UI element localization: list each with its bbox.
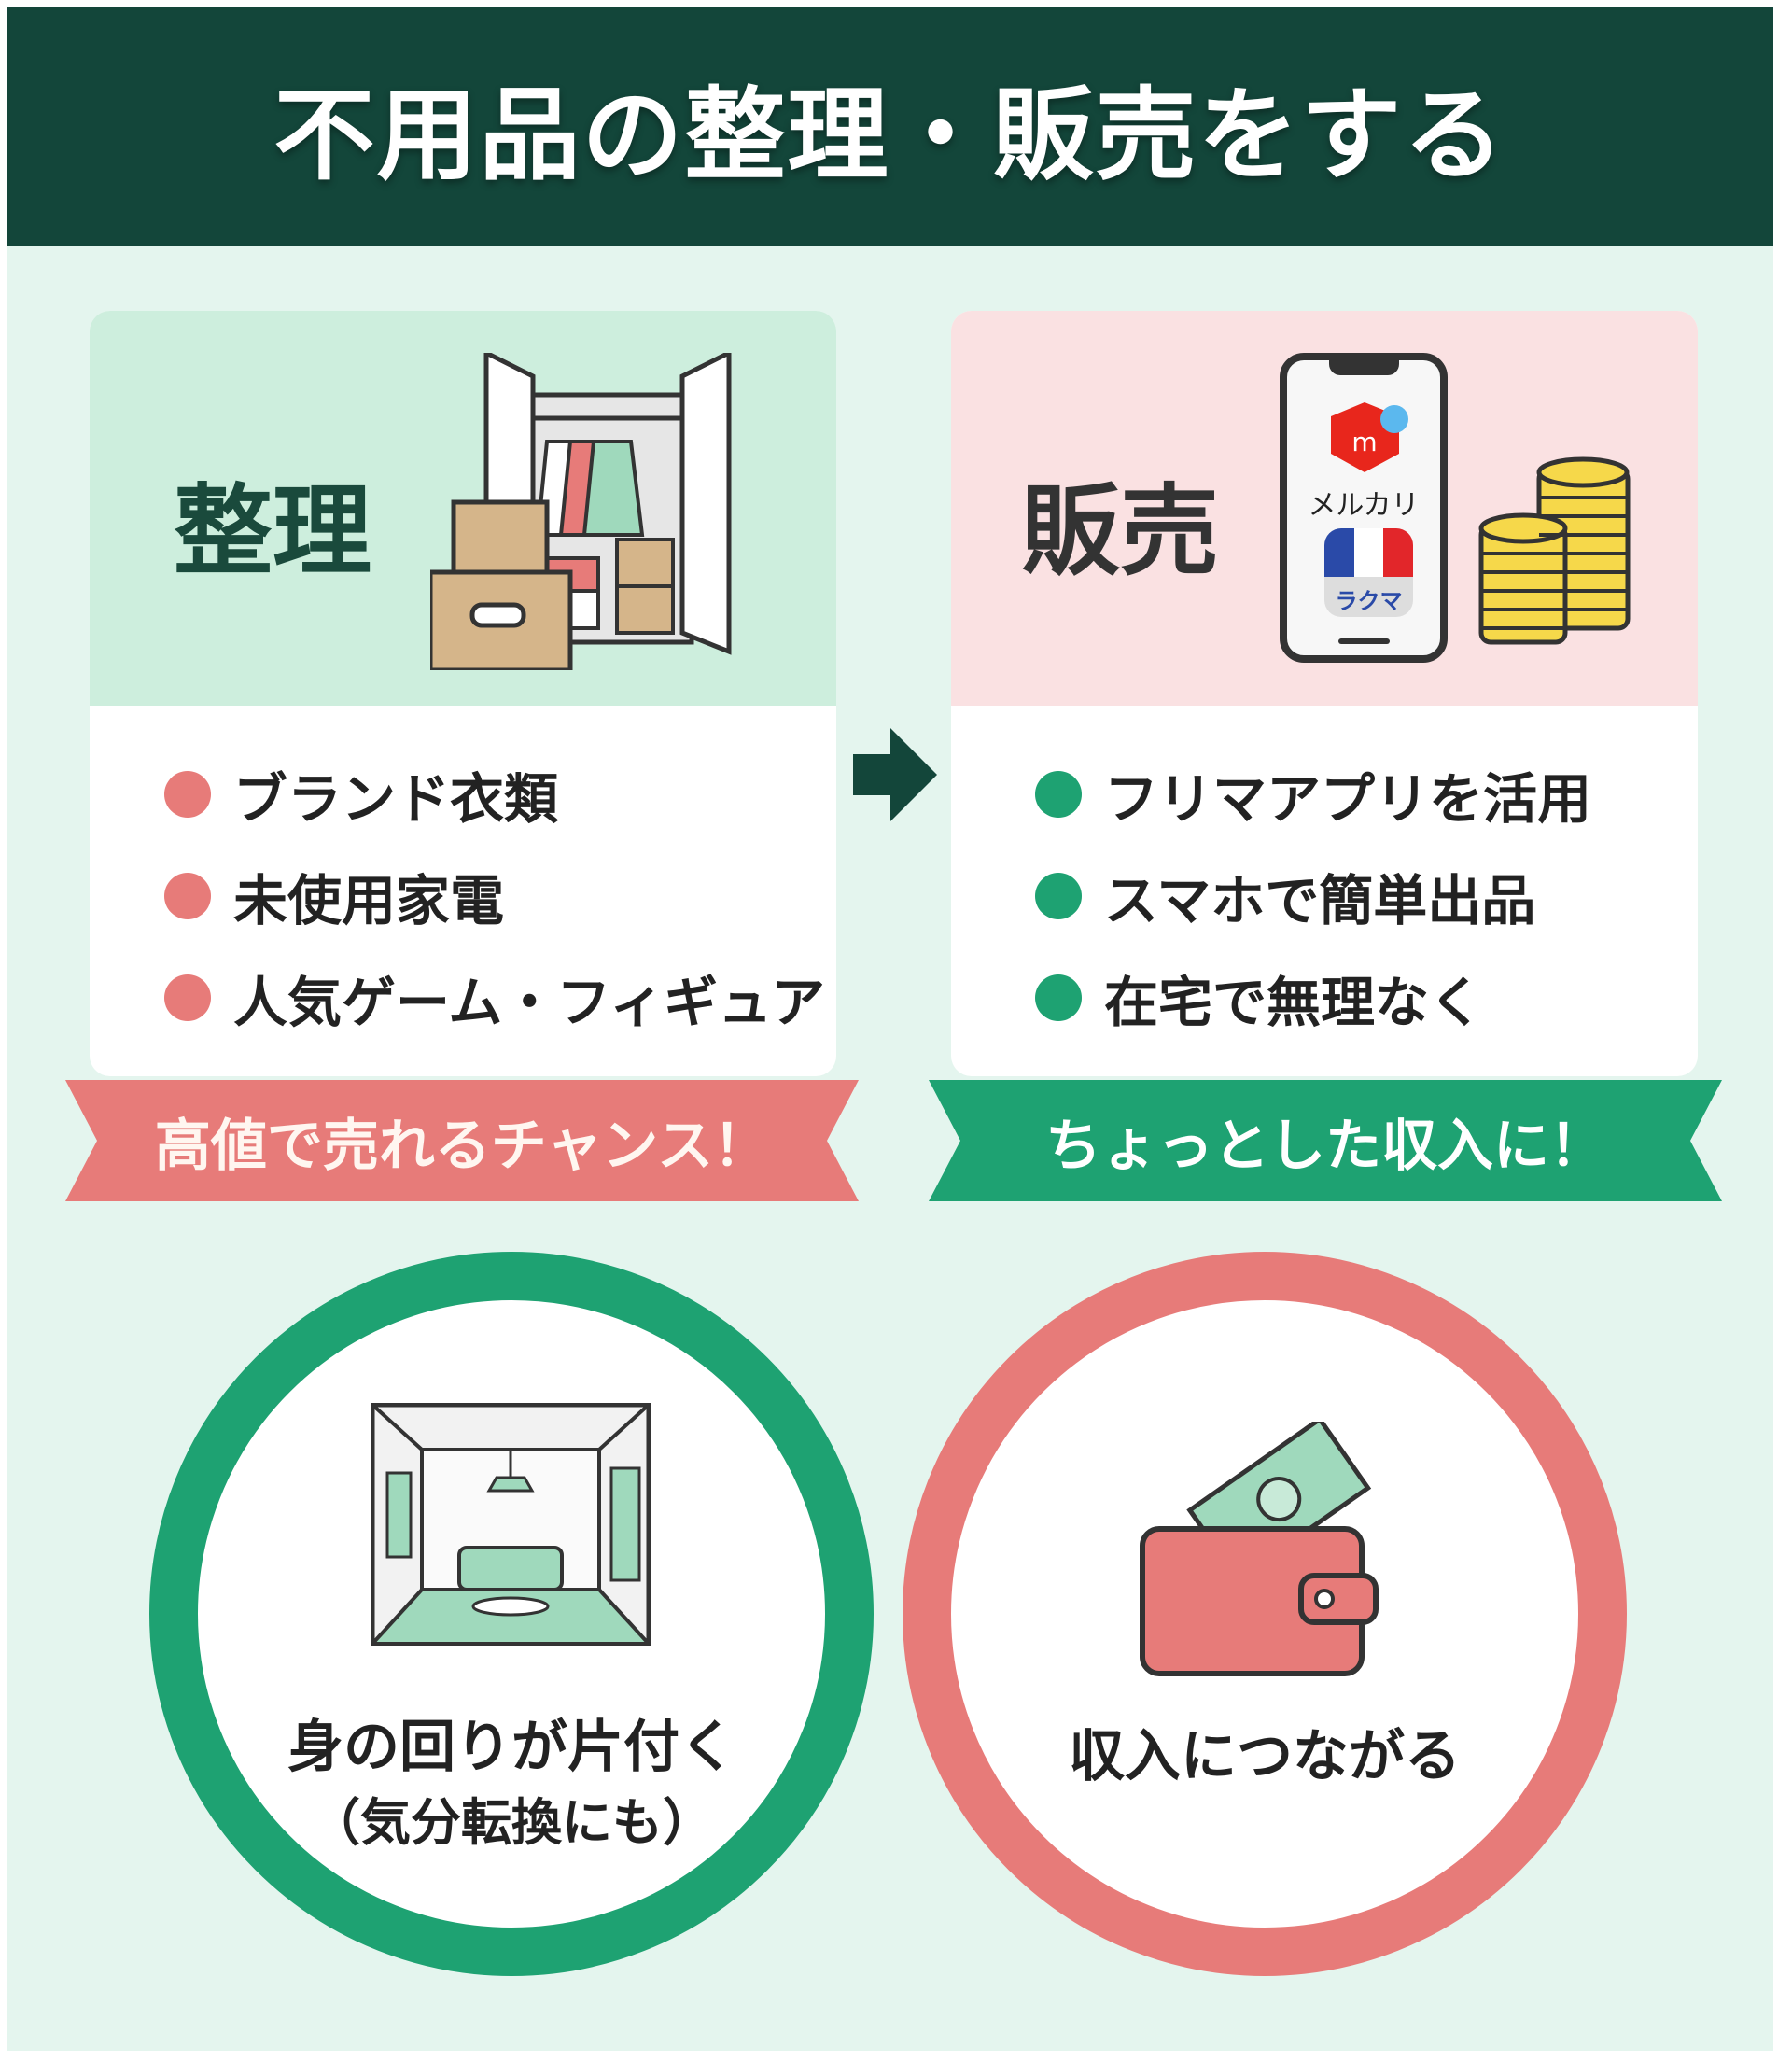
- item-text: ブランド衣類: [233, 766, 559, 831]
- list-item: スマホで簡単出品: [1035, 845, 1698, 946]
- bullet-icon: [164, 974, 211, 1021]
- sell-ribbon: ちょっとした収入に！: [929, 1080, 1722, 1201]
- closet-icon: [430, 353, 732, 670]
- item-text: 未使用家電: [233, 868, 505, 932]
- sell-card: 販売 m メルカリ ラクマ フリマアプリを活用 スマホで簡単出品 在宅で無理なく: [951, 311, 1698, 1076]
- income-benefit-circle: 収入につながる: [903, 1252, 1627, 1976]
- tidy-text: 身の回りが片付く: [287, 1715, 735, 1780]
- mercari-label: メルカリ: [1308, 489, 1420, 522]
- svg-text:m: m: [1351, 427, 1377, 457]
- bullet-icon: [1035, 872, 1082, 919]
- bullet-icon: [1035, 770, 1082, 818]
- bullet-icon: [164, 872, 211, 919]
- sell-card-header: 販売 m メルカリ ラクマ: [951, 311, 1698, 706]
- list-item: 在宅で無理なく: [1035, 946, 1698, 1048]
- income-text: 収入につながる: [1069, 1724, 1461, 1789]
- list-item: 人気ゲーム・フィギュア: [164, 946, 836, 1048]
- tidy-benefit-circle: 身の回りが片付く （気分転換にも）: [149, 1252, 874, 1976]
- rakuma-label: ラクマ: [1335, 588, 1403, 614]
- list-item: 未使用家電: [164, 845, 836, 946]
- phone-icon: m メルカリ ラクマ: [1280, 353, 1448, 663]
- sell-list: フリマアプリを活用 スマホで簡単出品 在宅で無理なく: [951, 706, 1698, 1048]
- organize-card: 整理 ブランド衣類 未使用家電 人気ゲーム・フィギュア: [90, 311, 836, 1076]
- list-item: ブランド衣類: [164, 743, 836, 845]
- arrow-right-icon: [853, 728, 937, 821]
- organize-list: ブランド衣類 未使用家電 人気ゲーム・フィギュア: [90, 706, 836, 1048]
- item-text: フリマアプリを活用: [1104, 766, 1592, 831]
- bullet-icon: [164, 770, 211, 818]
- room-icon: [371, 1403, 651, 1646]
- sell-label: 販売: [1021, 474, 1219, 589]
- page-title: 不用品の整理・販売をする: [273, 77, 1506, 194]
- mercari-logo-icon: m: [1331, 402, 1408, 472]
- bullet-icon: [1035, 974, 1082, 1021]
- organize-label: 整理: [174, 474, 371, 589]
- item-text: 人気ゲーム・フィギュア: [233, 970, 825, 1034]
- wallet-icon: [1140, 1422, 1379, 1676]
- header-banner: 不用品の整理・販売をする: [7, 7, 1773, 246]
- item-text: 在宅で無理なく: [1104, 970, 1484, 1034]
- rakuma-logo-icon: ラクマ: [1324, 528, 1413, 617]
- organize-ribbon: 高値で売れるチャンス！: [65, 1080, 859, 1201]
- coins-icon: [1478, 456, 1631, 645]
- item-text: スマホで簡単出品: [1104, 868, 1536, 932]
- organize-card-header: 整理: [90, 311, 836, 706]
- tidy-subtext: （気分転換にも）: [310, 1793, 713, 1852]
- list-item: フリマアプリを活用: [1035, 743, 1698, 845]
